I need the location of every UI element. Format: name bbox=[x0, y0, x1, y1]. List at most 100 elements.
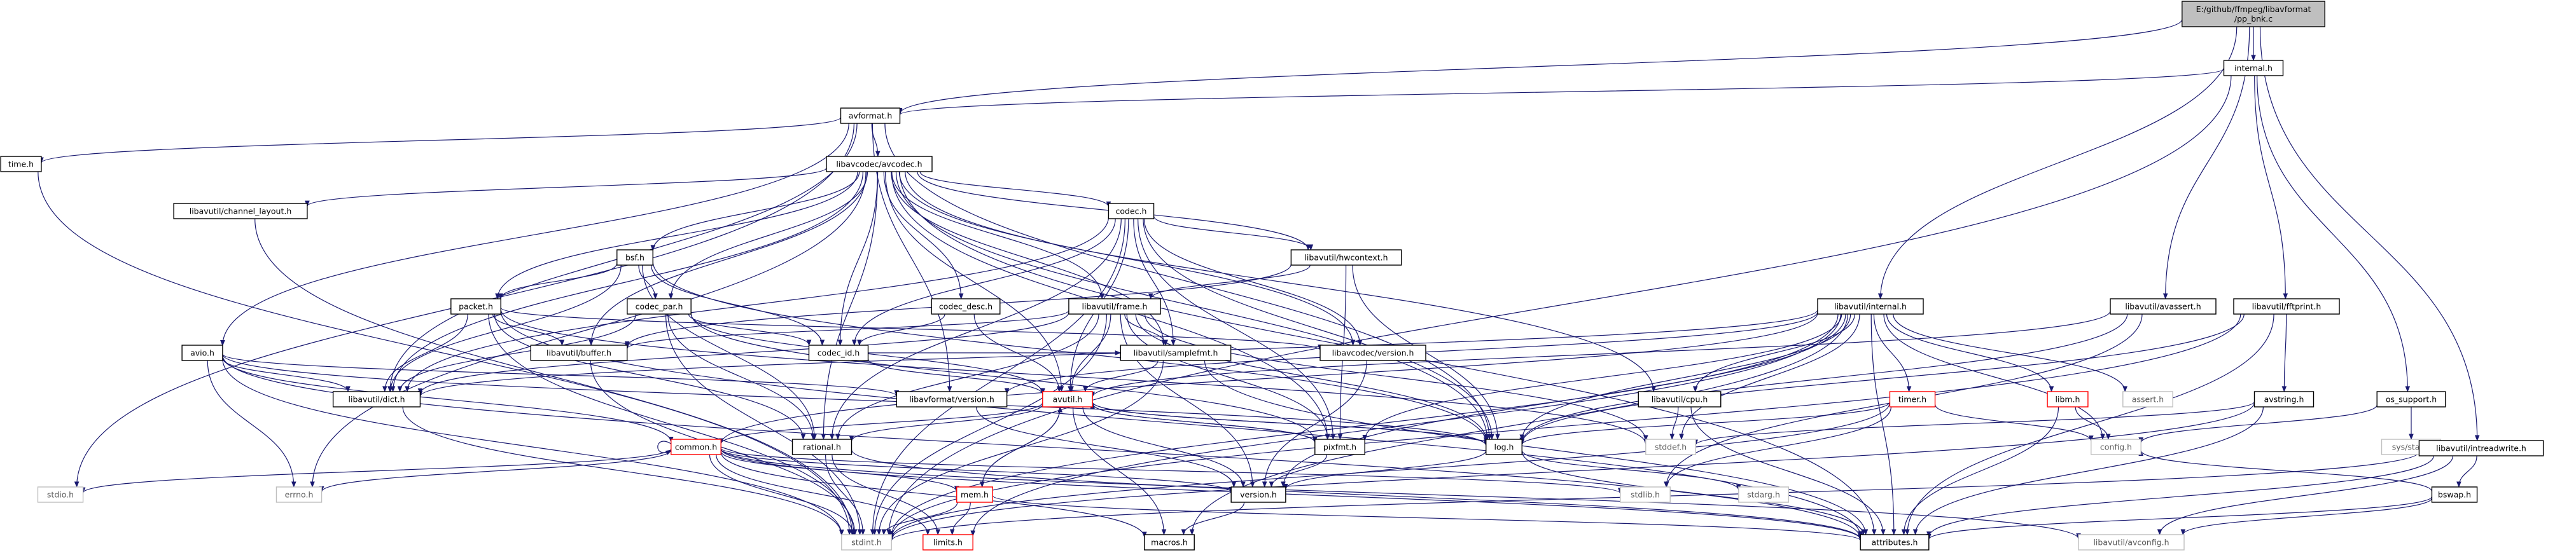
node-label: libavcodec/avcodec.h bbox=[836, 160, 922, 169]
graph-node-bswap[interactable]: bswap.h bbox=[2431, 486, 2478, 503]
graph-node-avstring[interactable]: avstring.h bbox=[2253, 391, 2315, 408]
dependency-edge-common-to-attributes bbox=[720, 449, 1863, 540]
graph-node-stdio: stdio.h bbox=[37, 486, 84, 503]
graph-node-chlayout[interactable]: libavutil/channel_layout.h bbox=[173, 203, 308, 219]
dependency-edge-avcodec-to-log bbox=[895, 171, 1490, 440]
graph-node-libm[interactable]: libm.h bbox=[2047, 391, 2089, 408]
graph-node-stdlib: stdlib.h bbox=[1620, 486, 1671, 503]
dependency-edge-avutil-to-rational bbox=[849, 404, 1043, 442]
node-label: libavutil/hwcontext.h bbox=[1304, 253, 1388, 263]
node-label: E:/github/ffmpeg/libavformat bbox=[2196, 4, 2311, 14]
dependency-edge-codec-to-dict bbox=[405, 216, 1110, 392]
graph-node-fftprint[interactable]: libavutil/fftprint.h bbox=[2233, 298, 2340, 315]
dependency-edge-frame-to-dict bbox=[417, 312, 1069, 395]
graph-node-rational[interactable]: rational.h bbox=[791, 439, 853, 455]
graph-node-hwcontext[interactable]: libavutil/hwcontext.h bbox=[1290, 249, 1402, 266]
dependency-edge-avcodec-to-packet bbox=[495, 171, 858, 299]
node-label: libavutil/frame.h bbox=[1082, 302, 1148, 312]
node-label: timer.h bbox=[1898, 395, 1926, 404]
graph-node-stdint: stdint.h bbox=[841, 534, 892, 551]
node-label: avstring.h bbox=[2264, 395, 2304, 404]
dependency-edge-avassert-to-avutil bbox=[1090, 310, 2111, 398]
dependency-edge-time-to-stdint bbox=[38, 171, 853, 535]
node-label: stdint.h bbox=[851, 538, 882, 547]
graph-node-attributes[interactable]: attributes.h bbox=[1860, 534, 1930, 551]
graph-node-stddef: stddef.h bbox=[1645, 439, 1696, 455]
dependency-edge-internal-to-fftprint bbox=[2254, 75, 2288, 299]
node-label: assert.h bbox=[2132, 395, 2164, 404]
graph-node-avconfig: libavutil/avconfig.h bbox=[2078, 534, 2185, 551]
dependency-edge-samplefmt-to-avutil bbox=[1083, 360, 1159, 392]
dependency-edge-avio-to-common bbox=[222, 357, 674, 443]
node-box bbox=[1230, 486, 1286, 503]
graph-node-packet[interactable]: packet.h bbox=[450, 298, 501, 315]
graph-node-codecid[interactable]: codec_id.h bbox=[808, 345, 869, 361]
graph-node-version[interactable]: version.h bbox=[1230, 486, 1286, 503]
node-label: macros.h bbox=[1151, 538, 1188, 547]
graph-node-samplefmt[interactable]: libavutil/samplefmt.h bbox=[1120, 345, 1232, 361]
graph-node-pixfmt[interactable]: pixfmt.h bbox=[1314, 439, 1365, 455]
dependency-edge-samplefmt-to-stdint bbox=[876, 360, 1164, 535]
graph-node-avformat[interactable]: avformat.h bbox=[840, 107, 901, 124]
dependency-edge-root-to-intreadwrite bbox=[2259, 26, 2480, 441]
graph-node-codecpar[interactable]: codec_par.h bbox=[627, 298, 692, 315]
node-box bbox=[1120, 345, 1232, 361]
graph-node-lavuinternal[interactable]: libavutil/internal.h bbox=[1817, 298, 1924, 315]
graph-node-cpu[interactable]: libavutil/cpu.h bbox=[1638, 391, 1722, 408]
graph-node-codec[interactable]: codec.h bbox=[1108, 203, 1155, 219]
dependency-edge-intreadwrite-to-bswap bbox=[2456, 455, 2477, 488]
node-box bbox=[1738, 486, 1789, 503]
graph-node-avutil[interactable]: avutil.h bbox=[1042, 391, 1093, 408]
dependency-edge-rational-to-stdint bbox=[825, 454, 866, 535]
node-box bbox=[1620, 486, 1671, 503]
dependency-edge-internal-to-avformat bbox=[898, 69, 2225, 116]
dependency-edge-bsf-to-codecpar bbox=[638, 264, 658, 299]
dependency-edge-common-to-errno bbox=[319, 449, 672, 493]
graph-node-internal[interactable]: internal.h bbox=[2223, 60, 2284, 76]
node-box bbox=[841, 534, 892, 551]
graph-node-avio[interactable]: avio.h bbox=[181, 345, 223, 361]
graph-node-log[interactable]: log.h bbox=[1486, 439, 1522, 455]
graph-node-lavcversion[interactable]: libavcodec/version.h bbox=[1319, 345, 1426, 361]
dependency-edge-rational-to-limits bbox=[832, 454, 941, 535]
graph-node-time[interactable]: time.h bbox=[0, 156, 42, 172]
dependency-edge-packet-to-dict bbox=[382, 313, 468, 392]
graph-node-mem[interactable]: mem.h bbox=[956, 486, 993, 503]
node-box bbox=[2122, 391, 2173, 408]
dependency-edge-lavcversion-to-version bbox=[1262, 360, 1367, 488]
dependency-edge-avcodec-to-buffer bbox=[588, 171, 868, 346]
dependency-edge-avio-to-lavfversion bbox=[222, 353, 899, 397]
graph-node-avcodec[interactable]: libavcodec/avcodec.h bbox=[826, 156, 933, 172]
dependency-edge-avcodec-to-codec bbox=[919, 171, 1111, 208]
graph-node-macros[interactable]: macros.h bbox=[1144, 534, 1195, 551]
node-box bbox=[173, 203, 308, 219]
dependency-edge-root-to-avassert bbox=[2162, 26, 2250, 299]
graph-node-avassert[interactable]: libavutil/avassert.h bbox=[2110, 298, 2217, 315]
graph-node-buffer[interactable]: libavutil/buffer.h bbox=[530, 345, 628, 361]
node-label: stddef.h bbox=[1655, 442, 1687, 452]
node-box bbox=[931, 298, 1001, 315]
node-box bbox=[2047, 391, 2089, 408]
node-label: pixfmt.h bbox=[1323, 442, 1356, 452]
node-box bbox=[1144, 534, 1195, 551]
graph-node-intreadwrite[interactable]: libavutil/intreadwrite.h bbox=[2418, 440, 2544, 456]
node-label: common.h bbox=[675, 442, 717, 452]
graph-node-common[interactable]: common.h bbox=[671, 439, 721, 455]
graph-node-timer[interactable]: timer.h bbox=[1889, 391, 1936, 408]
dependency-edge-codecdesc-to-codecid bbox=[857, 313, 945, 346]
graph-node-lavfversion[interactable]: libavformat/version.h bbox=[896, 391, 1008, 408]
node-label: stdio.h bbox=[47, 490, 74, 500]
dependency-edge-avcodec-to-bsf bbox=[650, 171, 860, 252]
graph-node-codecdesc[interactable]: codec_desc.h bbox=[931, 298, 1001, 315]
node-box bbox=[2182, 1, 2325, 27]
dependency-edge-avformat-to-time bbox=[39, 117, 842, 164]
graph-node-frame[interactable]: libavutil/frame.h bbox=[1068, 298, 1161, 315]
graph-node-root[interactable]: E:/github/ffmpeg/libavformat/pp_bnk.c bbox=[2182, 1, 2325, 27]
dependency-edge-lavuinternal-to-pixfmt bbox=[1362, 313, 1842, 441]
graph-node-ossupport[interactable]: os_support.h bbox=[2376, 391, 2446, 408]
graph-node-limits[interactable]: limits.h bbox=[922, 534, 973, 551]
dependency-edge-avstring-to-attributes bbox=[1912, 406, 2264, 535]
graph-node-bsf[interactable]: bsf.h bbox=[616, 249, 653, 266]
graph-node-dict[interactable]: libavutil/dict.h bbox=[332, 391, 421, 408]
